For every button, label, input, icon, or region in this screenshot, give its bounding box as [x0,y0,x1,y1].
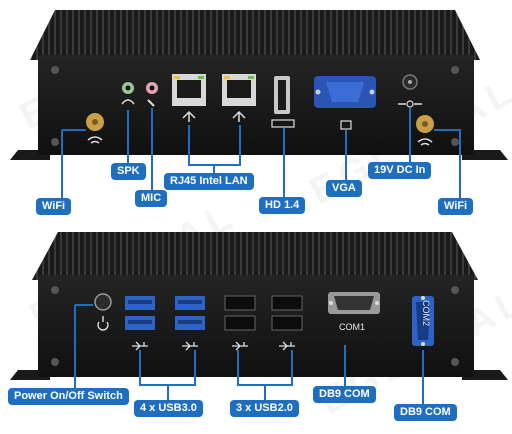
label-usb3: 4 x USB3.0 [134,400,203,417]
callout-line-usb3 [139,350,196,400]
wifi-antenna-connector-right [416,115,434,146]
label-rj45: RJ45 Intel LAN [164,173,254,190]
callout-line-wifi-left [61,129,86,198]
screw [51,286,59,294]
label-wifi-left: WiFi [36,198,72,215]
label-power-switch: Power On/Off Switch [8,388,129,405]
callout-line-power [74,304,93,390]
screw [451,66,459,74]
back-panel [10,232,508,380]
screw [51,358,59,366]
dc-in-port [398,74,422,108]
rj45-port-1 [172,74,206,122]
label-spk: SPK [111,163,146,180]
callout-lines [61,108,461,404]
usb3-port-group [125,296,205,330]
callout-line-usb2 [237,350,293,400]
label-usb2: 3 x USB2.0 [230,400,299,417]
screw [451,358,459,366]
label-wifi-right: WiFi [438,198,474,215]
front-panel [10,10,508,160]
wifi-antenna-connector-left [86,113,104,144]
screw [51,138,59,146]
screw [51,66,59,74]
db9-port-com1 [328,292,380,314]
db9-port-com2 [412,296,434,346]
speaker-jack [121,82,135,105]
callout-line-wifi-right [434,129,461,198]
label-db9-com1: DB9 COM [313,386,376,403]
label-vga: VGA [326,180,362,197]
usb-icon-row [132,341,295,351]
label-dc-in: 19V DC In [368,162,432,179]
heatsink-fins-top [32,232,478,280]
back-face [38,275,474,377]
label-hdmi: HD 1.4 [259,197,306,214]
label-mic: MIC [135,190,168,207]
com2-silkscreen: COM2 [421,300,431,327]
screw [451,138,459,146]
label-db9-com2: DB9 COM [394,404,457,421]
power-button [94,293,112,331]
rj45-port-2 [222,74,256,122]
screw [451,286,459,294]
heatsink-fins-top [30,10,480,60]
mic-jack [146,82,158,107]
vga-port [314,76,376,130]
com1-silkscreen: COM1 [339,322,366,332]
callout-line-rj45 [188,125,241,174]
hdmi-port [271,76,295,128]
usb2-port-group [224,295,303,331]
